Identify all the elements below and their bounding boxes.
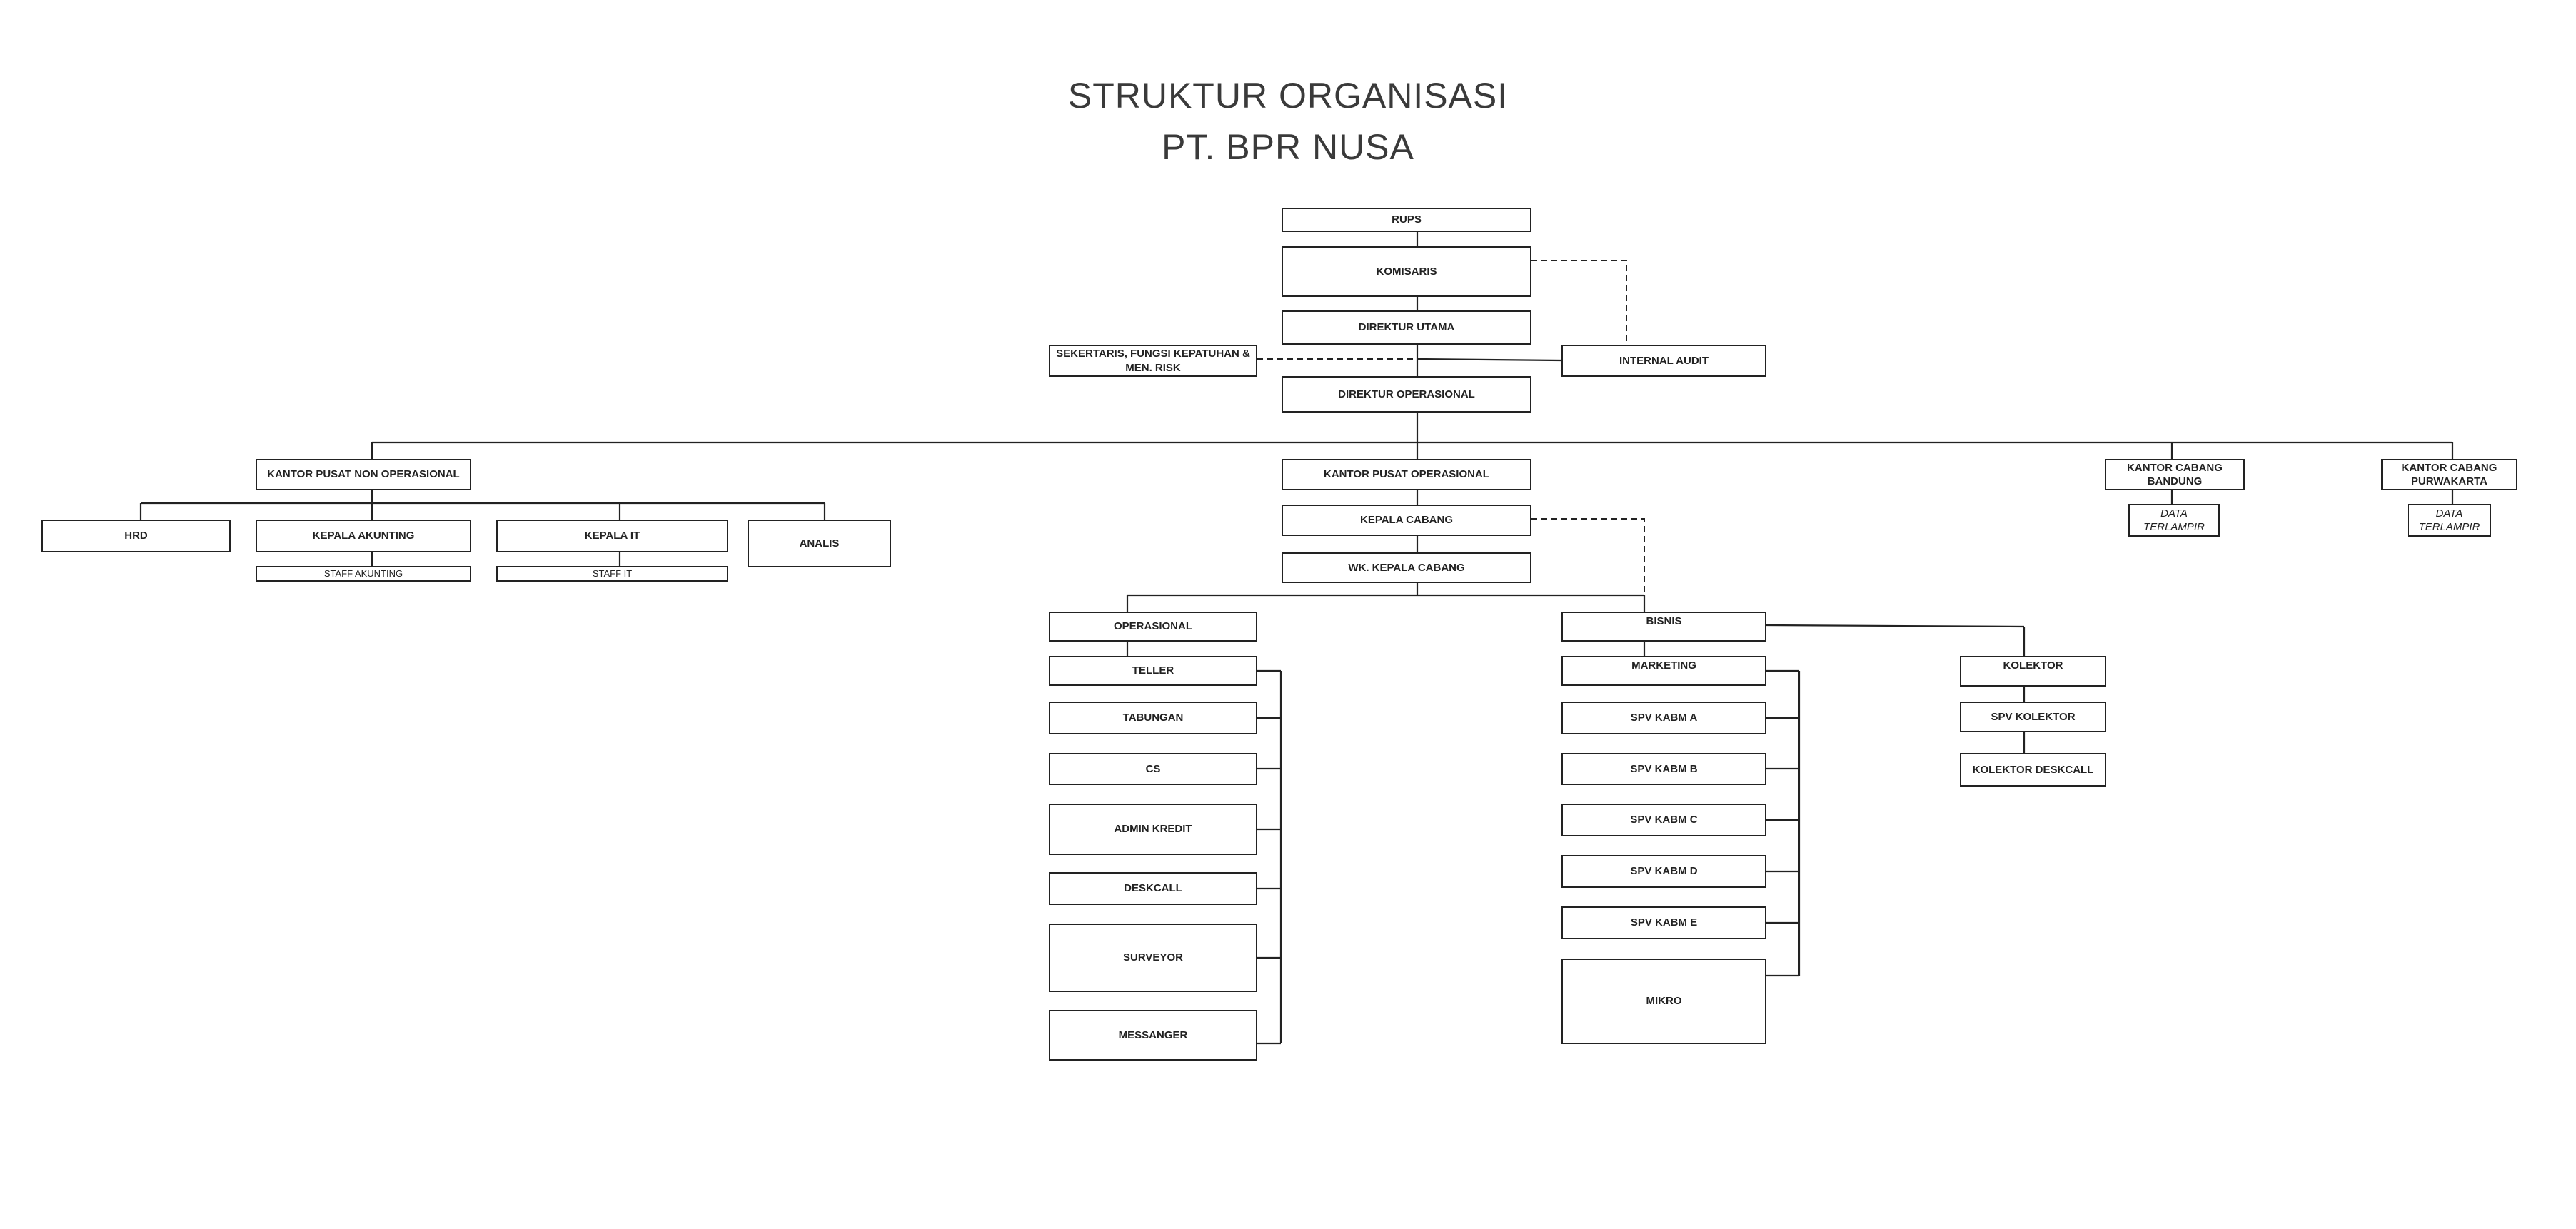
- node-kantor-cabang-purwakarta: KANTOR CABANG PURWAKARTA: [2381, 459, 2517, 490]
- node-spv-kabm-b: SPV KABM B: [1561, 753, 1766, 785]
- node-data-terlampir-bandung: DATA TERLAMPIR: [2128, 504, 2220, 537]
- node-kantor-pusat-non-operasional: KANTOR PUSAT NON OPERASIONAL: [256, 459, 471, 490]
- node-kepala-akunting: KEPALA AKUNTING: [256, 520, 471, 552]
- node-internal-audit: INTERNAL AUDIT: [1561, 345, 1766, 377]
- node-rups: RUPS: [1282, 208, 1531, 232]
- node-staff-akunting: STAFF AKUNTING: [256, 566, 471, 582]
- node-spv-kabm-d: SPV KABM D: [1561, 855, 1766, 888]
- node-mikro: MIKRO: [1561, 959, 1766, 1044]
- node-spv-kabm-a: SPV KABM A: [1561, 702, 1766, 734]
- node-wk-kepala-cabang: WK. KEPALA CABANG: [1282, 552, 1531, 583]
- node-messanger: MESSANGER: [1049, 1010, 1257, 1061]
- node-kantor-pusat-operasional: KANTOR PUSAT OPERASIONAL: [1282, 459, 1531, 490]
- node-spv-kabm-c: SPV KABM C: [1561, 804, 1766, 836]
- node-staff-it: STAFF IT: [496, 566, 728, 582]
- page-title: STRUKTUR ORGANISASI: [1067, 76, 1509, 116]
- node-deskcall: DESKCALL: [1049, 872, 1257, 905]
- node-komisaris: KOMISARIS: [1282, 246, 1531, 297]
- node-kolektor: KOLEKTOR: [1960, 656, 2106, 687]
- node-data-terlampir-purwakarta: DATA TERLAMPIR: [2408, 504, 2491, 537]
- node-marketing: MARKETING: [1561, 656, 1766, 686]
- node-operasional: OPERASIONAL: [1049, 612, 1257, 642]
- node-kepala-cabang: KEPALA CABANG: [1282, 505, 1531, 536]
- node-direktur-operasional: DIREKTUR OPERASIONAL: [1282, 376, 1531, 413]
- node-sekretaris: SEKERTARIS, FUNGSI KEPATUHAN & MEN. RISK: [1049, 345, 1257, 377]
- node-bisnis: BISNIS: [1561, 612, 1766, 642]
- node-teller: TELLER: [1049, 656, 1257, 686]
- node-direktur-utama: DIREKTUR UTAMA: [1282, 310, 1531, 345]
- node-hrd: HRD: [41, 520, 231, 552]
- node-kepala-it: KEPALA IT: [496, 520, 728, 552]
- node-kantor-cabang-bandung: KANTOR CABANG BANDUNG: [2105, 459, 2245, 490]
- node-tabungan: TABUNGAN: [1049, 702, 1257, 734]
- node-analis: ANALIS: [748, 520, 891, 567]
- node-cs: CS: [1049, 753, 1257, 785]
- page-subtitle: PT. BPR NUSA: [1162, 127, 1414, 167]
- node-spv-kolektor: SPV KOLEKTOR: [1960, 702, 2106, 732]
- node-spv-kabm-e: SPV KABM E: [1561, 906, 1766, 939]
- node-surveyor: SURVEYOR: [1049, 924, 1257, 992]
- node-kolektor-deskcall: KOLEKTOR DESKCALL: [1960, 753, 2106, 787]
- node-admin-kredit: ADMIN KREDIT: [1049, 804, 1257, 855]
